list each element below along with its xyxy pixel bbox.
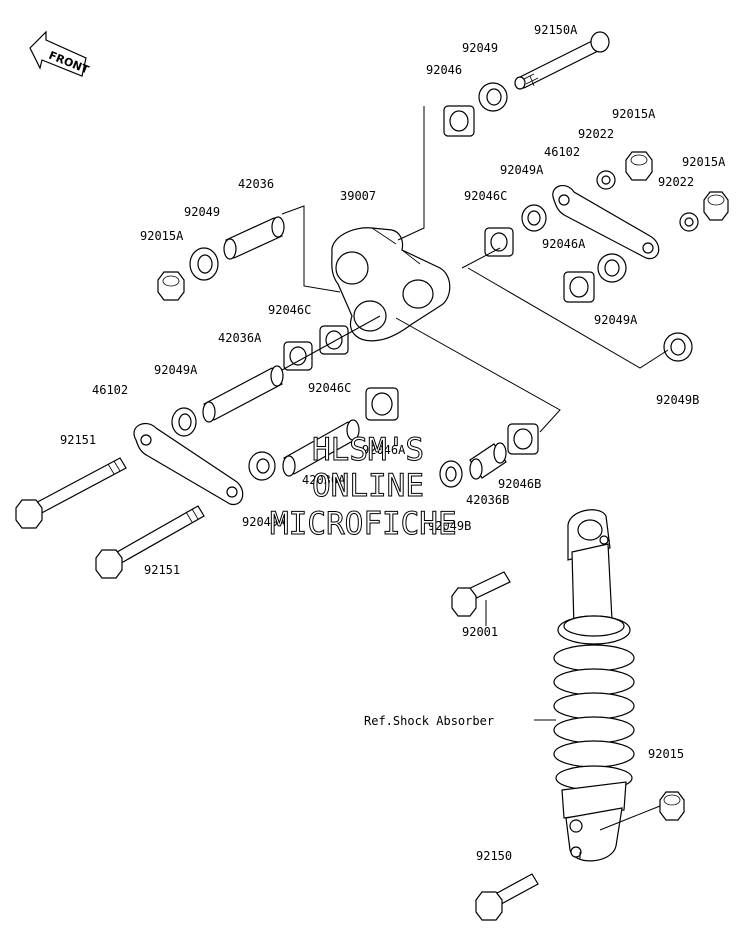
label-46102-right: 46102 [544, 145, 580, 159]
label-ref-shock-absorber: Ref.Shock Absorber [364, 714, 494, 728]
label-92049B-right: 92049B [656, 393, 699, 407]
label-92046C-1: 92046C [268, 303, 311, 317]
bolt-92151-2 [95, 505, 205, 579]
label-92049-left: 92049 [184, 205, 220, 219]
label-92015: 92015 [648, 747, 684, 761]
label-92049A-left: 92049A [154, 363, 198, 377]
bearing-92046C-2 [319, 325, 349, 355]
rocker-arm-39007 [331, 227, 451, 342]
bolt-92151-1 [15, 457, 127, 529]
label-39007: 39007 [340, 189, 376, 203]
washer-92022-2 [679, 212, 699, 232]
label-42036B: 42036B [466, 493, 509, 507]
watermark-line-3: MICROFICHE [270, 506, 457, 542]
bolt-92150 [475, 873, 539, 921]
washer-92049B-bottom [439, 460, 463, 488]
label-42036: 42036 [238, 177, 274, 191]
label-92049A-right: 92049A [500, 163, 544, 177]
washer-92049-top [478, 82, 508, 112]
label-92150A: 92150A [534, 23, 578, 37]
part-labels: 92150A 92049 92046 92015A 92022 46102 92… [60, 23, 726, 863]
bearing-92046C-1 [283, 341, 313, 371]
label-92046B: 92046B [498, 477, 541, 491]
label-92046C-right: 92046C [464, 189, 507, 203]
bolt-92001 [451, 571, 511, 617]
label-92046-top: 92046 [426, 63, 462, 77]
washer-92049A-left [171, 407, 197, 437]
label-92046A-mid: 92046A [362, 443, 406, 457]
nut-92015A-r2 [703, 191, 729, 221]
label-92049A-bottom: 92049A [242, 515, 286, 529]
bolt-92150A [514, 31, 610, 90]
bearing-92046A-right [563, 271, 595, 303]
label-42036A-1: 42036A [218, 331, 262, 345]
leader-lines [281, 106, 669, 860]
label-92015A-r1: 92015A [612, 107, 656, 121]
sleeve-42036A-1 [202, 365, 284, 423]
nut-92015A-r1 [625, 151, 653, 181]
washer-92049-left [189, 247, 219, 281]
sleeve-42036A-2 [282, 419, 360, 477]
label-92151-2: 92151 [144, 563, 180, 577]
tie-rod-46102-left [133, 423, 244, 506]
bearing-92046A-mid [365, 387, 399, 421]
sleeve-42036B [469, 442, 507, 480]
washer-92049B-right [663, 332, 693, 362]
front-arrow-icon: FRONT [29, 30, 91, 77]
label-92015A-left: 92015A [140, 229, 184, 243]
washer-92022-1 [596, 170, 616, 190]
tie-rod-46102-right [552, 184, 660, 260]
nut-92015 [659, 791, 685, 821]
label-92049B-bottom: 92049B [428, 519, 471, 533]
washer-92049A-right [521, 204, 547, 232]
label-92151-1: 92151 [60, 433, 96, 447]
label-92015A-r2: 92015A [682, 155, 726, 169]
label-42036A-2: 42036A [302, 473, 346, 487]
bearing-92046-top [443, 105, 475, 137]
washer-92049A-bottom [248, 451, 276, 481]
shock-absorber [553, 509, 635, 862]
label-92049-top: 92049 [462, 41, 498, 55]
label-92022-1: 92022 [578, 127, 614, 141]
watermark-line-1: HLSM'S [312, 432, 424, 468]
label-92046A-right: 92046A [542, 237, 586, 251]
watermark-line-2: ONLINE [312, 468, 424, 504]
label-92046C-2: 92046C [308, 381, 351, 395]
label-92049A-right-2: 92049A [594, 313, 638, 327]
label-92022-2: 92022 [658, 175, 694, 189]
label-92150: 92150 [476, 849, 512, 863]
bearing-92046C-right [484, 227, 514, 257]
label-46102-left: 46102 [92, 383, 128, 397]
washer-92049A-right-2 [597, 253, 627, 283]
bearing-92046B [507, 423, 539, 455]
label-92001: 92001 [462, 625, 498, 639]
watermark: HLSM'S ONLINE MICROFICHE [270, 432, 458, 543]
nut-92015A-left [157, 271, 185, 301]
sleeve-42036 [223, 216, 285, 260]
